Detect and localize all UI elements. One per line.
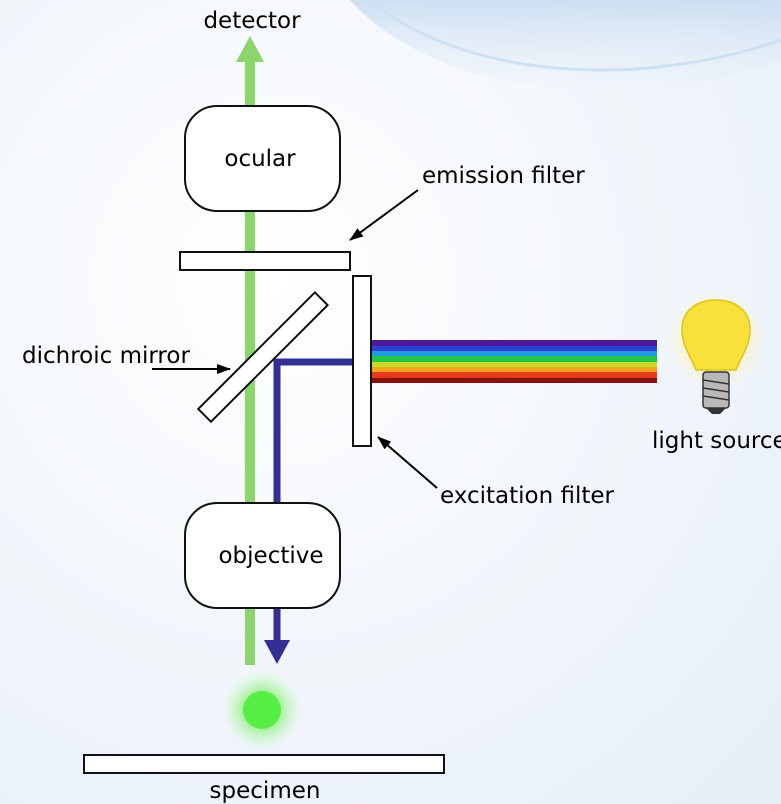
detector-arrowhead <box>236 36 264 62</box>
objective-label: objective <box>218 543 323 569</box>
ocular-lens <box>184 105 341 212</box>
background-swoosh <box>350 0 781 92</box>
white-light-spectrum <box>372 340 657 383</box>
background-swoosh-outline <box>369 0 781 72</box>
dichroic-mirror-label: dichroic mirror <box>22 343 190 369</box>
excitation-filter <box>352 275 372 447</box>
emission-filter <box>179 251 351 271</box>
specimen-fluorescence-icon <box>222 670 302 750</box>
light-source-label: light source <box>652 428 781 454</box>
specimen-arrowhead <box>264 640 290 664</box>
ocular-label: ocular <box>224 146 296 172</box>
excitation-filter-pointer <box>377 436 438 489</box>
excitation-filter-label: excitation filter <box>440 483 615 509</box>
specimen-slide <box>83 754 445 774</box>
detector-label: detector <box>203 8 301 34</box>
emission-filter-pointer <box>349 189 419 241</box>
dichroic-mirror <box>196 290 330 424</box>
specimen-label: specimen <box>210 778 321 804</box>
light-bulb-icon <box>666 290 766 414</box>
objective-lens <box>184 502 341 609</box>
emission-filter-label: emission filter <box>422 163 585 189</box>
